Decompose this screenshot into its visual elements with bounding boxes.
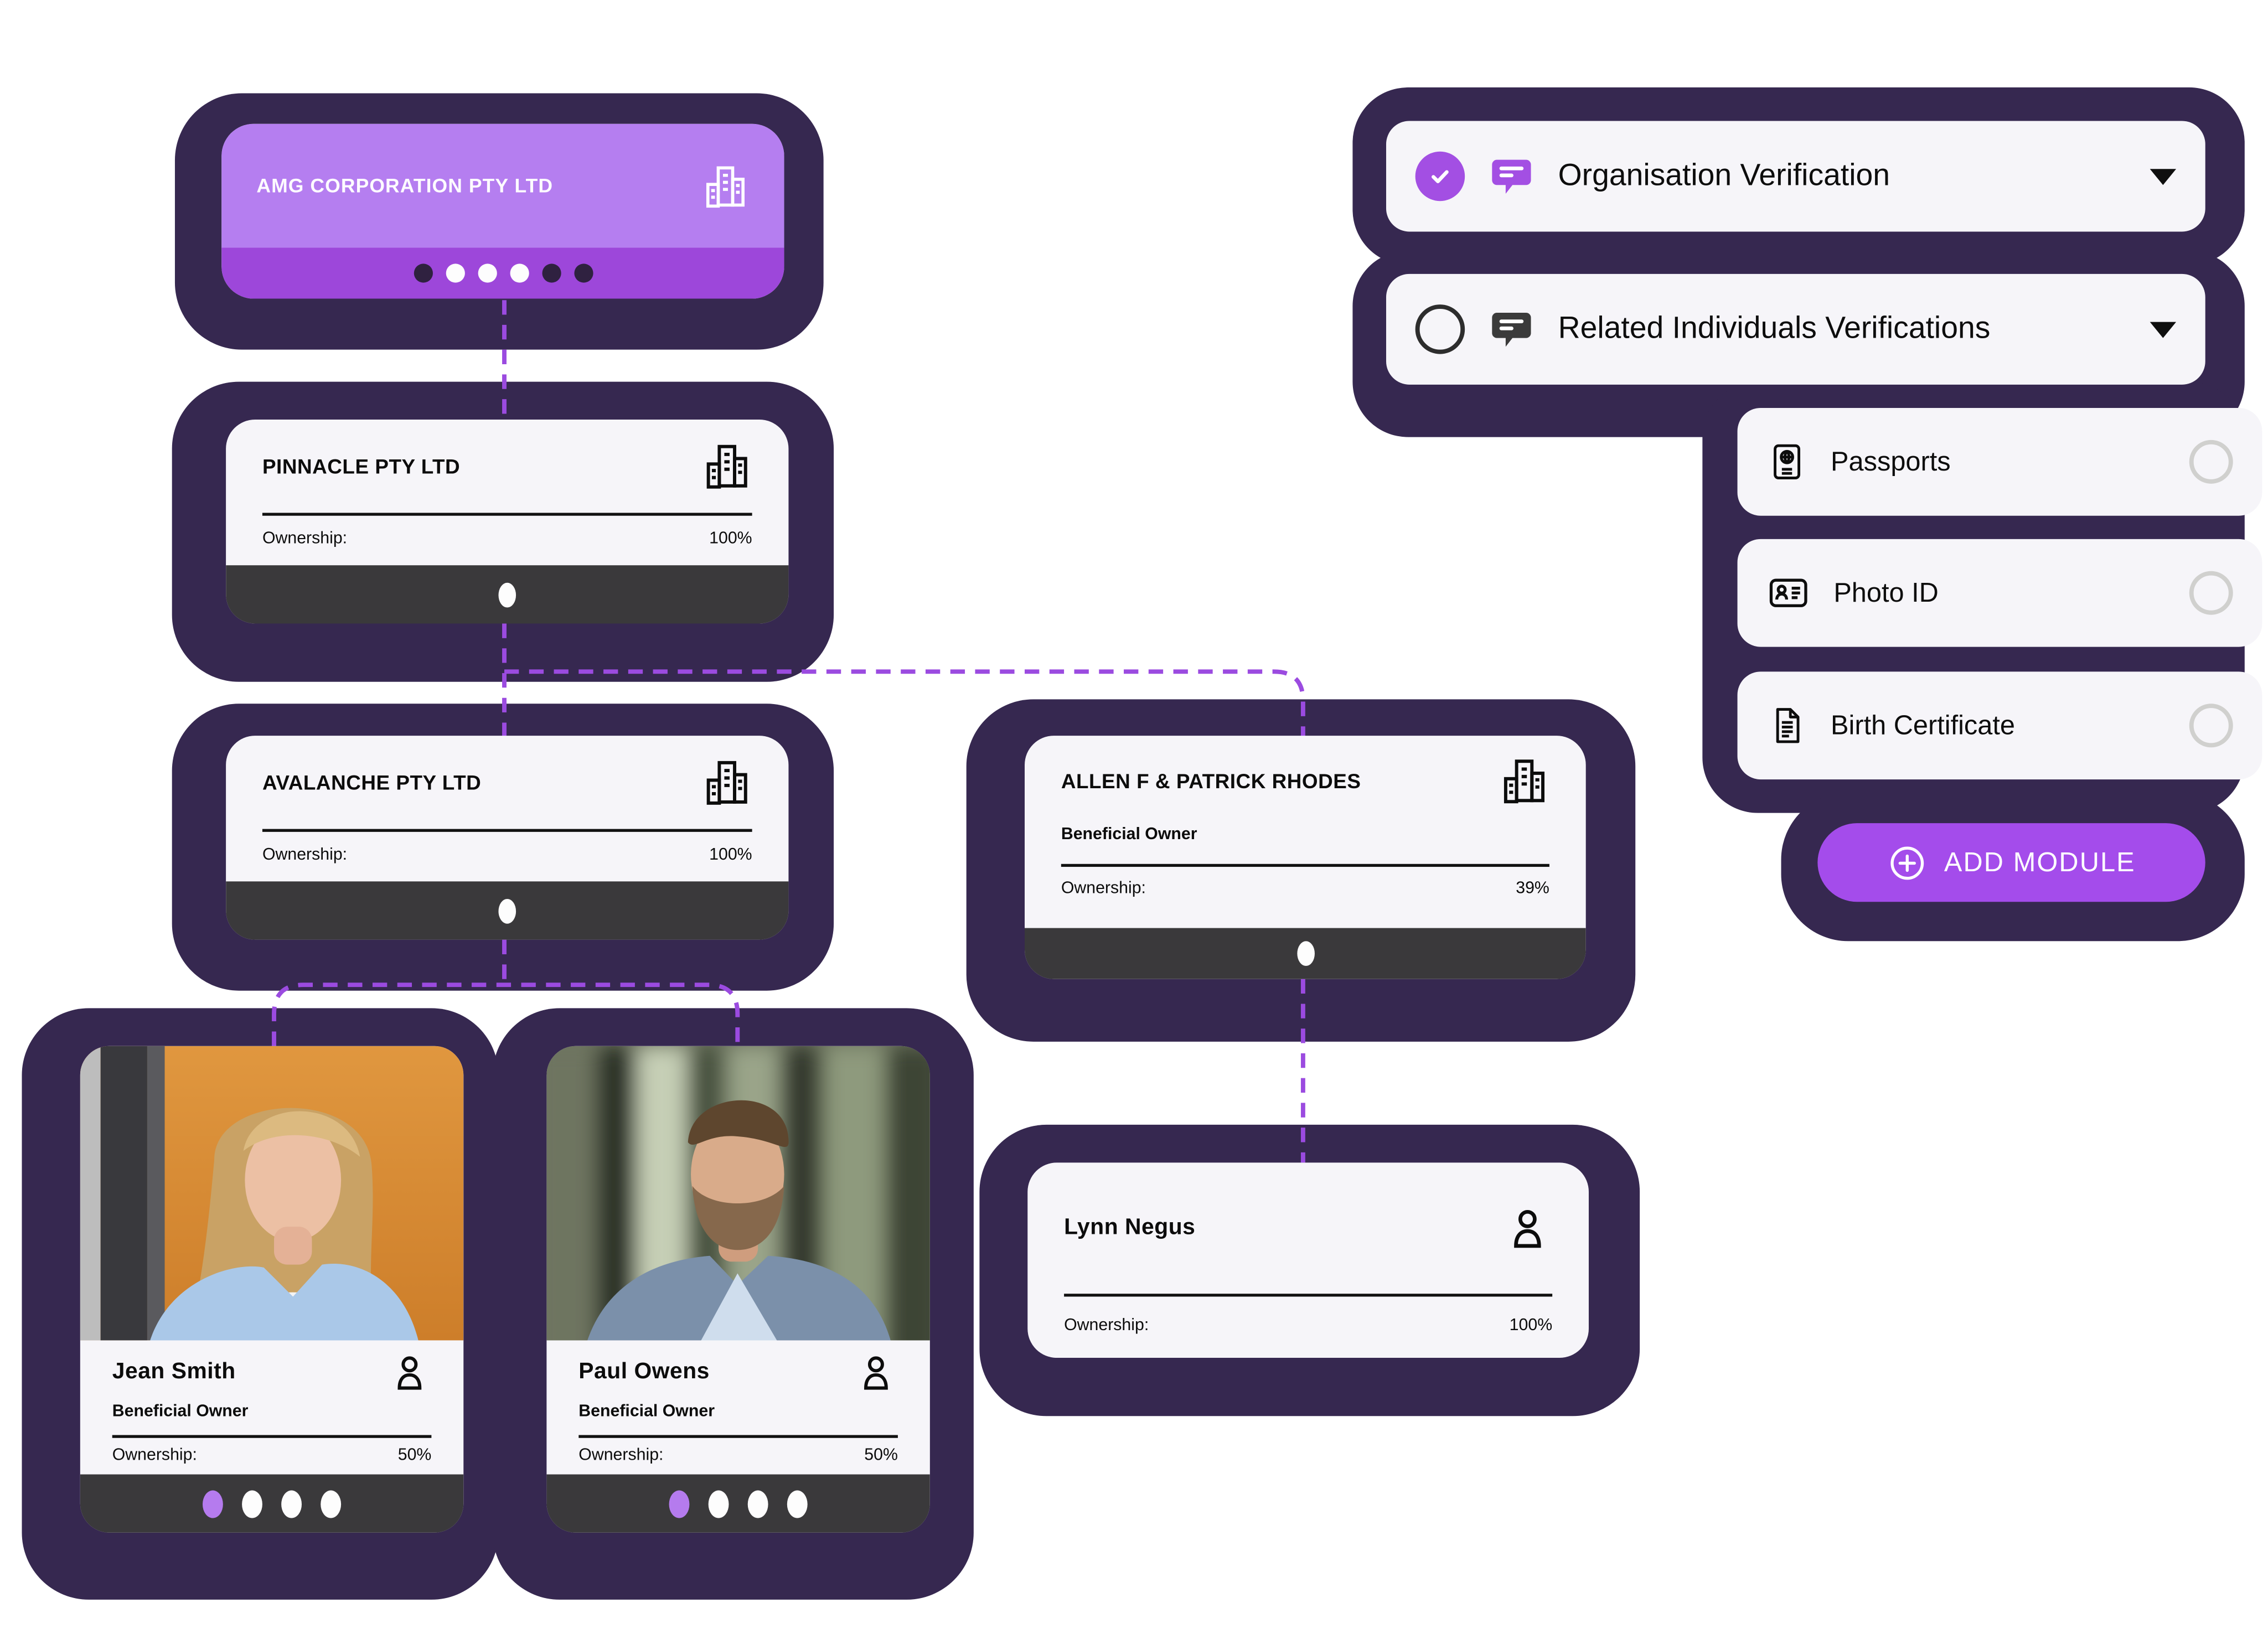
birth-certificate-radio[interactable] <box>2189 704 2233 748</box>
amg-card-title: AMG CORPORATION PTY LTD <box>256 174 554 197</box>
carousel-dot-active[interactable] <box>202 1490 223 1518</box>
carousel-dot[interactable] <box>413 263 432 283</box>
lynn-card-name: Lynn Negus <box>1064 1215 1196 1240</box>
divider <box>1061 864 1549 867</box>
person-icon <box>1503 1203 1553 1253</box>
allen-rhodes-card[interactable]: ALLEN F & PATRICK RHODES Beneficial Owne… <box>1024 736 1586 979</box>
carousel-dot[interactable] <box>281 1490 302 1518</box>
paul-card-pagination <box>546 1474 930 1533</box>
carousel-dot[interactable] <box>1296 941 1314 966</box>
chevron-down-icon[interactable] <box>2150 321 2177 338</box>
ownership-value: 100% <box>709 846 752 864</box>
passport-icon <box>1766 441 1807 482</box>
pinnacle-card-title: PINNACLE PTY LTD <box>262 454 461 478</box>
carousel-dot[interactable] <box>787 1490 808 1518</box>
organisation-verification-label: Organisation Verification <box>1558 158 1890 193</box>
ownership-value: 50% <box>397 1447 432 1465</box>
carousel-dot[interactable] <box>498 582 516 607</box>
avalanche-card[interactable]: AVALANCHE PTY LTD Ownership: 100% <box>226 736 789 940</box>
carousel-dot[interactable] <box>708 1490 729 1518</box>
building-icon <box>700 161 750 210</box>
organisation-verification-row[interactable]: Organisation Verification <box>1386 121 2205 232</box>
lynn-negus-card[interactable]: Lynn Negus Ownership: 100% <box>1027 1162 1589 1358</box>
carousel-dot[interactable] <box>321 1490 342 1518</box>
photo-id-icon <box>1766 571 1810 615</box>
jean-card-pagination <box>80 1474 464 1533</box>
beneficial-owner-label: Beneficial Owner <box>112 1403 249 1421</box>
allen-card-title: ALLEN F & PATRICK RHODES <box>1061 769 1361 793</box>
plus-circle-icon <box>1887 843 1926 882</box>
ownership-label: Ownership: <box>1064 1317 1149 1335</box>
related-individuals-verification-row[interactable]: Related Individuals Verifications <box>1386 273 2205 385</box>
divider <box>262 513 752 516</box>
carousel-dot[interactable] <box>541 263 561 283</box>
carousel-dot[interactable] <box>498 898 516 923</box>
jean-card-name: Jean Smith <box>112 1358 236 1384</box>
building-icon <box>700 756 752 809</box>
unchecked-circle-icon[interactable] <box>1415 304 1465 354</box>
divider <box>578 1434 898 1438</box>
jean-smith-card[interactable]: Jean Smith Beneficial Owner Ownership: 5… <box>80 1046 464 1533</box>
amg-corporation-card[interactable]: AMG CORPORATION PTY LTD <box>221 123 784 299</box>
add-module-button[interactable]: ADD MODULE <box>1817 823 2205 902</box>
building-icon <box>1497 754 1549 807</box>
ownership-label: Ownership: <box>262 530 348 548</box>
passports-label: Passports <box>1831 446 1951 477</box>
ownership-label: Ownership: <box>112 1447 197 1465</box>
beneficial-owner-label: Beneficial Owner <box>578 1403 715 1421</box>
birth-certificate-label: Birth Certificate <box>1831 709 2016 741</box>
birth-certificate-icon <box>1766 705 1807 746</box>
module-row-passports[interactable]: Passports <box>1737 407 2262 516</box>
person-icon <box>854 1350 898 1394</box>
ownership-value: 100% <box>709 530 752 548</box>
paul-owens-card[interactable]: Paul Owens Beneficial Owner Ownership: 5… <box>546 1046 930 1533</box>
carousel-dot[interactable] <box>445 263 464 283</box>
checked-circle-icon[interactable] <box>1415 151 1465 201</box>
divider <box>1064 1294 1553 1297</box>
related-individuals-verification-label: Related Individuals Verifications <box>1558 312 1991 345</box>
module-row-birth-certificate[interactable]: Birth Certificate <box>1737 671 2262 780</box>
comment-icon <box>1488 306 1535 353</box>
divider <box>112 1434 432 1438</box>
carousel-dot[interactable] <box>509 263 529 283</box>
ownership-label: Ownership: <box>1061 880 1146 898</box>
avalanche-card-pagination <box>226 881 789 940</box>
person-icon <box>388 1350 431 1394</box>
comment-icon <box>1488 153 1535 199</box>
ownership-value: 39% <box>1516 880 1549 898</box>
pinnacle-card-pagination <box>226 565 789 624</box>
add-module-label: ADD MODULE <box>1944 846 2136 877</box>
paul-card-name: Paul Owens <box>578 1358 710 1384</box>
carousel-dot[interactable] <box>574 263 593 283</box>
ownership-value: 50% <box>864 1447 898 1465</box>
photo-id-radio[interactable] <box>2189 571 2233 615</box>
beneficial-owner-label: Beneficial Owner <box>1061 826 1197 844</box>
ownership-value: 100% <box>1509 1317 1553 1335</box>
carousel-dot-active[interactable] <box>669 1490 690 1518</box>
passports-radio[interactable] <box>2189 440 2233 484</box>
jean-smith-portrait-photo <box>80 1046 464 1341</box>
carousel-dot[interactable] <box>242 1490 262 1518</box>
divider <box>262 829 752 832</box>
carousel-dot[interactable] <box>747 1490 768 1518</box>
pinnacle-card[interactable]: PINNACLE PTY LTD Ownership: 100% <box>226 420 789 624</box>
ownership-label: Ownership: <box>578 1447 664 1465</box>
amg-card-pagination <box>221 247 784 299</box>
chevron-down-icon[interactable] <box>2150 168 2177 184</box>
paul-owens-portrait-photo <box>546 1046 930 1341</box>
avalanche-card-title: AVALANCHE PTY LTD <box>262 771 482 794</box>
ownership-label: Ownership: <box>262 846 348 864</box>
photo-id-label: Photo ID <box>1833 577 1939 608</box>
allen-card-pagination <box>1024 928 1586 979</box>
amg-card-header: AMG CORPORATION PTY LTD <box>221 123 784 248</box>
carousel-dot[interactable] <box>477 263 497 283</box>
building-icon <box>700 440 752 493</box>
module-row-photo-id[interactable]: Photo ID <box>1737 539 2262 647</box>
